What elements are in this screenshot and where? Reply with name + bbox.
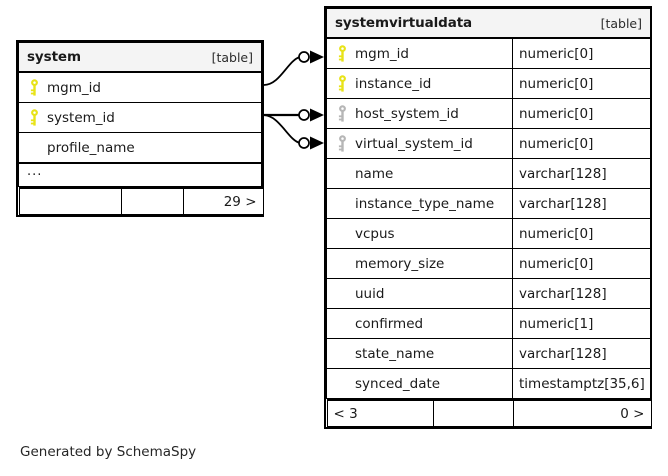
column-name: memory_size [355,255,445,272]
column-type: varchar[128] [512,158,651,189]
column-cell-host-system-id: host_system_id [326,98,513,129]
column-type: numeric[0] [512,98,651,129]
table-row[interactable]: virtual_system_id numeric[0] [326,128,651,159]
ellipsis-label: ... [27,163,43,179]
footer-left-cell[interactable]: < 3 [326,399,434,427]
footer-middle-cell[interactable] [432,399,514,427]
column-name: synced_date [355,375,441,392]
column-cell-instance-id: instance_id [326,68,513,99]
table-header-cell: systemvirtualdata [table] [326,8,651,39]
table-row[interactable]: host_system_id numeric[0] [326,98,651,129]
column-cell-mgm-id: mgm_id [326,37,513,69]
column-name: vcpus [355,225,395,242]
table-row[interactable]: memory_size numeric[0] [326,248,651,279]
table-title: systemvirtualdata [335,15,473,31]
footer-left-cell[interactable] [18,187,122,215]
table-header-row: systemvirtualdata [table] [326,8,651,39]
column-type: varchar[128] [512,338,651,369]
table-row[interactable]: name varchar[128] [326,158,651,189]
column-cell-mgm-id: mgm_id [18,71,262,103]
generated-by-caption: Generated by SchemaSpy [20,444,197,460]
column-name: host_system_id [355,105,459,122]
entity-table-systemvirtualdata[interactable]: systemvirtualdata [table] [324,6,652,429]
column-name: mgm_id [355,45,409,62]
column-cell-name: name [326,158,513,189]
column-name: confirmed [355,315,424,332]
foreign-key-icon [335,135,349,152]
table-row[interactable]: vcpus numeric[0] [326,218,651,249]
primary-key-icon [27,79,41,96]
table-more-columns-row[interactable]: ... [18,162,262,187]
table-row[interactable]: instance_id numeric[0] [326,68,651,99]
footer-middle-cell[interactable] [120,187,184,215]
table-row[interactable]: mgm_id numeric[0] [326,37,651,69]
column-cell-profile-name: profile_name [18,132,262,164]
column-type: numeric[0] [512,68,651,99]
table-type-tag: [table] [211,49,253,65]
table-header-cell: system [table] [18,42,262,73]
foreign-key-icon [335,105,349,122]
column-name: virtual_system_id [355,135,473,152]
footer-right-cell[interactable]: 29 > [182,187,264,215]
primary-key-icon [335,45,349,62]
column-name: instance_id [355,75,432,92]
table-footer-row: 29 > [18,186,264,215]
table-title: system [27,49,81,65]
table-row[interactable]: state_name varchar[128] [326,338,651,369]
footer-wrapper: 29 > [18,186,264,215]
column-cell-uuid: uuid [326,278,513,309]
column-name: state_name [355,345,435,362]
table-footer-row: < 3 0 > [326,398,652,427]
column-type: numeric[0] [512,218,651,249]
table-header-row: system [table] [18,42,262,73]
column-type: varchar[128] [512,188,651,219]
column-name: name [355,165,394,182]
column-name: system_id [47,109,115,126]
table-row[interactable]: uuid varchar[128] [326,278,651,309]
column-cell-memory-size: memory_size [326,248,513,279]
entity-table-system[interactable]: system [table] [16,40,264,217]
table-row[interactable]: profile_name [18,132,262,164]
footer-grid: 29 > [18,187,264,215]
table-row[interactable]: mgm_id [18,71,262,103]
primary-key-icon [27,109,41,126]
column-name: mgm_id [47,79,101,96]
column-type: numeric[0] [512,37,651,69]
table-row[interactable]: confirmed numeric[1] [326,308,651,339]
column-cell-confirmed: confirmed [326,308,513,339]
ellipsis-cell: ... [18,162,262,187]
column-cell-state-name: state_name [326,338,513,369]
column-type: numeric[0] [512,128,651,159]
column-cell-instance-type-name: instance_type_name [326,188,513,219]
relationship-host-system-id [264,108,324,122]
column-name: uuid [355,285,385,302]
column-name: instance_type_name [355,195,495,212]
column-type: numeric[1] [512,308,651,339]
table-row[interactable]: instance_type_name varchar[128] [326,188,651,219]
primary-key-icon [335,75,349,92]
column-cell-vcpus: vcpus [326,218,513,249]
column-cell-virtual-system-id: virtual_system_id [326,128,513,159]
table-row[interactable]: synced_date timestamptz[35,6] [326,368,651,399]
footer-right-cell[interactable]: 0 > [512,399,652,427]
footer-wrapper: < 3 0 > [326,398,652,427]
column-type: varchar[128] [512,278,651,309]
footer-grid: < 3 0 > [326,399,652,427]
column-name: profile_name [47,139,135,156]
entity-grid: system [table] [18,42,264,215]
column-cell-system-id: system_id [18,102,262,133]
entity-grid: systemvirtualdata [table] [326,8,652,427]
relationship-virtual-system-id [263,114,324,150]
table-type-tag: [table] [600,15,642,31]
relationship-mgm-id [263,50,324,86]
column-cell-synced-date: synced_date [326,368,513,399]
table-row[interactable]: system_id [18,102,262,133]
column-type: timestamptz[35,6] [512,368,651,399]
column-type: numeric[0] [512,248,651,279]
